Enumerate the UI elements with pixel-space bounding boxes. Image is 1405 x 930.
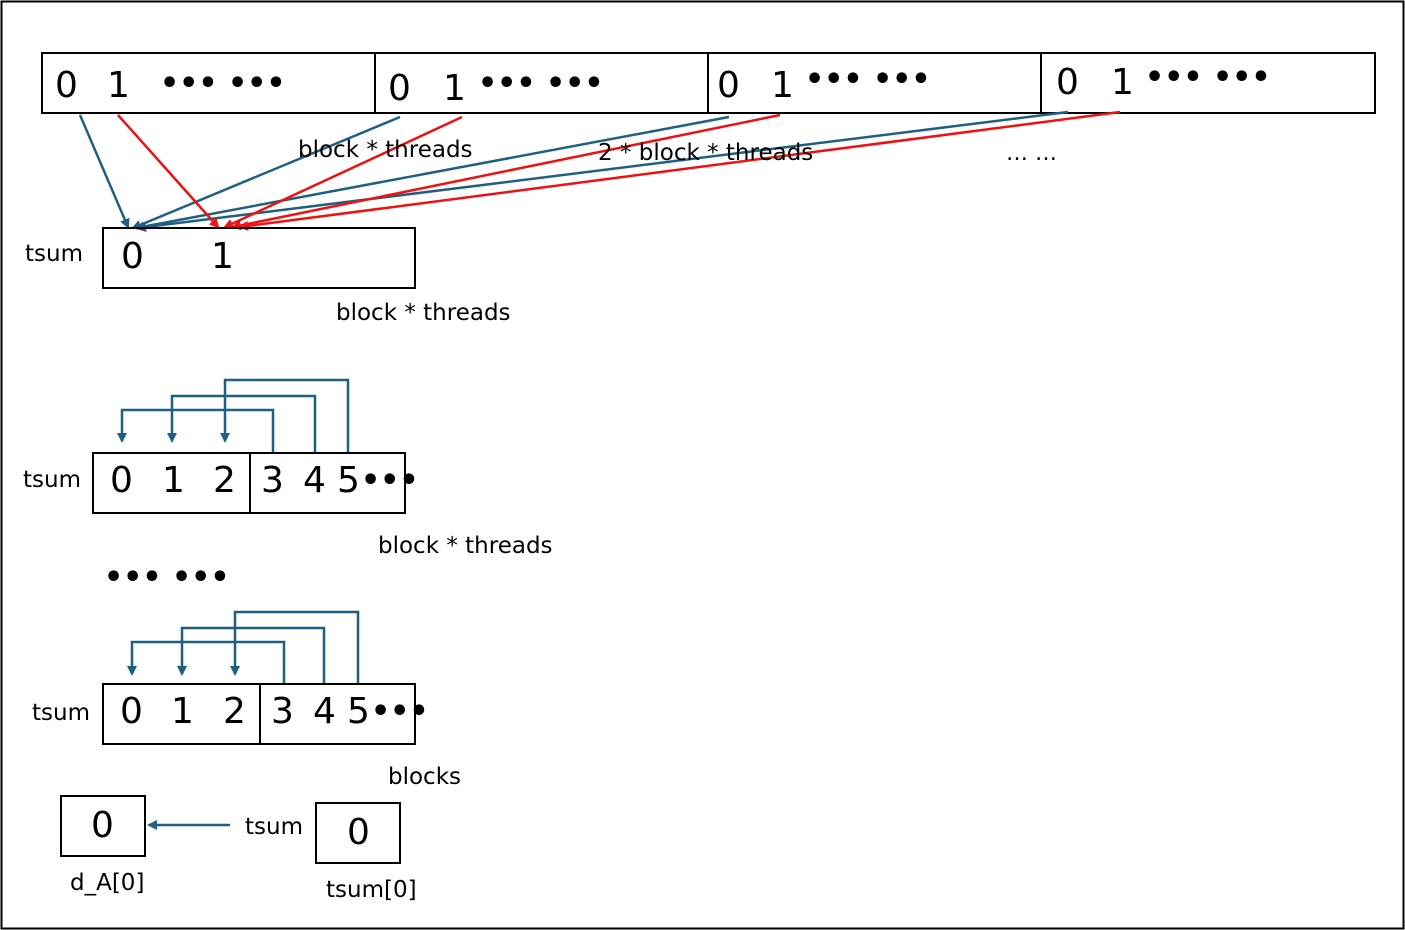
segment-3: 0 1 ••• ••• (717, 62, 931, 106)
fold-arrow (167, 394, 317, 453)
cell-index: 0 (55, 65, 78, 106)
cell-index: 1 (443, 68, 466, 109)
src-box (315, 802, 401, 864)
dest-value: 0 (91, 805, 114, 846)
cell-index: 0 (1056, 62, 1079, 103)
segment-1: 0 1 ••• ••• (55, 65, 286, 106)
cell-index: 0 (717, 65, 740, 106)
cell-index: 5 (337, 460, 360, 501)
cell-index: 2 (213, 460, 236, 501)
tsum-array-3: tsum 0 1 2 3 4 5 ••• blocks (32, 610, 461, 790)
cell-index: 4 (303, 460, 326, 501)
cell-index: 1 (162, 460, 185, 501)
size-label: blocks (388, 764, 461, 790)
cell-index: 1 (211, 236, 234, 277)
segment-2: 0 1 ••• ••• (388, 66, 604, 109)
dest-box (60, 795, 146, 857)
size-label: block * threads (378, 533, 553, 559)
cell-index: 0 (110, 460, 133, 501)
red-arrow (117, 114, 220, 229)
final-copy: 0 d_A[0] tsum 0 tsum[0] (60, 795, 417, 903)
stride-label: 2 * block * threads (598, 140, 813, 166)
ellipsis: ••• ••• (1145, 60, 1271, 95)
cell-index: 0 (120, 691, 143, 732)
segment-4: 0 1 ••• ••• (1056, 60, 1271, 103)
fold-arrow (230, 610, 360, 684)
array-name: tsum (32, 700, 90, 726)
stride-label: block * threads (298, 137, 473, 163)
cell-index: 1 (1111, 62, 1134, 103)
fold-arrow (127, 640, 286, 684)
fold-arrow (177, 626, 326, 684)
cell-index: 4 (313, 691, 336, 732)
ellipsis: ••• ••• (160, 66, 286, 101)
dest-label: d_A[0] (70, 870, 144, 896)
ellipsis: ••• ••• (478, 66, 604, 101)
array-name: tsum (23, 467, 81, 493)
tsum-array-1: tsum 0 1 block * threads (25, 227, 511, 326)
array-name: tsum (25, 241, 83, 267)
top-array: 0 1 ••• ••• 0 1 ••• ••• 0 1 ••• ••• 0 1 … (41, 52, 1376, 114)
blue-arrow (136, 110, 1069, 232)
blue-arrow (134, 115, 730, 232)
blue-arrow (131, 115, 401, 230)
cell-index: 5 (347, 691, 370, 732)
cell-index: 3 (261, 460, 284, 501)
cell-index: 1 (171, 691, 194, 732)
fold-arrow (117, 408, 275, 453)
cell-index: 1 (107, 65, 130, 106)
cell-index: 1 (771, 65, 794, 106)
red-arrow (223, 115, 463, 229)
src-label: tsum[0] (326, 877, 417, 903)
src-name: tsum (245, 814, 303, 840)
blue-arrow (78, 114, 130, 229)
cell-index: 0 (121, 236, 144, 277)
ellipsis: ••• (371, 694, 429, 729)
size-label: block * threads (336, 300, 511, 326)
cell-index: 2 (223, 691, 246, 732)
fold-arrow (220, 378, 350, 453)
reduction-arrows (78, 110, 1121, 232)
tsum-box (102, 227, 416, 289)
cell-index: 0 (388, 68, 411, 109)
cell-index: 3 (271, 691, 294, 732)
ellipsis: ••• ••• (805, 62, 931, 97)
red-arrow (238, 110, 1121, 231)
red-arrow (231, 113, 781, 231)
src-value: 0 (347, 812, 370, 853)
ellipsis: … … (1006, 141, 1057, 166)
ellipsis: ••• ••• (104, 560, 230, 595)
tsum-array-2: tsum 0 1 2 3 4 5 ••• block * threads (23, 378, 553, 559)
ellipsis: ••• (361, 463, 419, 498)
